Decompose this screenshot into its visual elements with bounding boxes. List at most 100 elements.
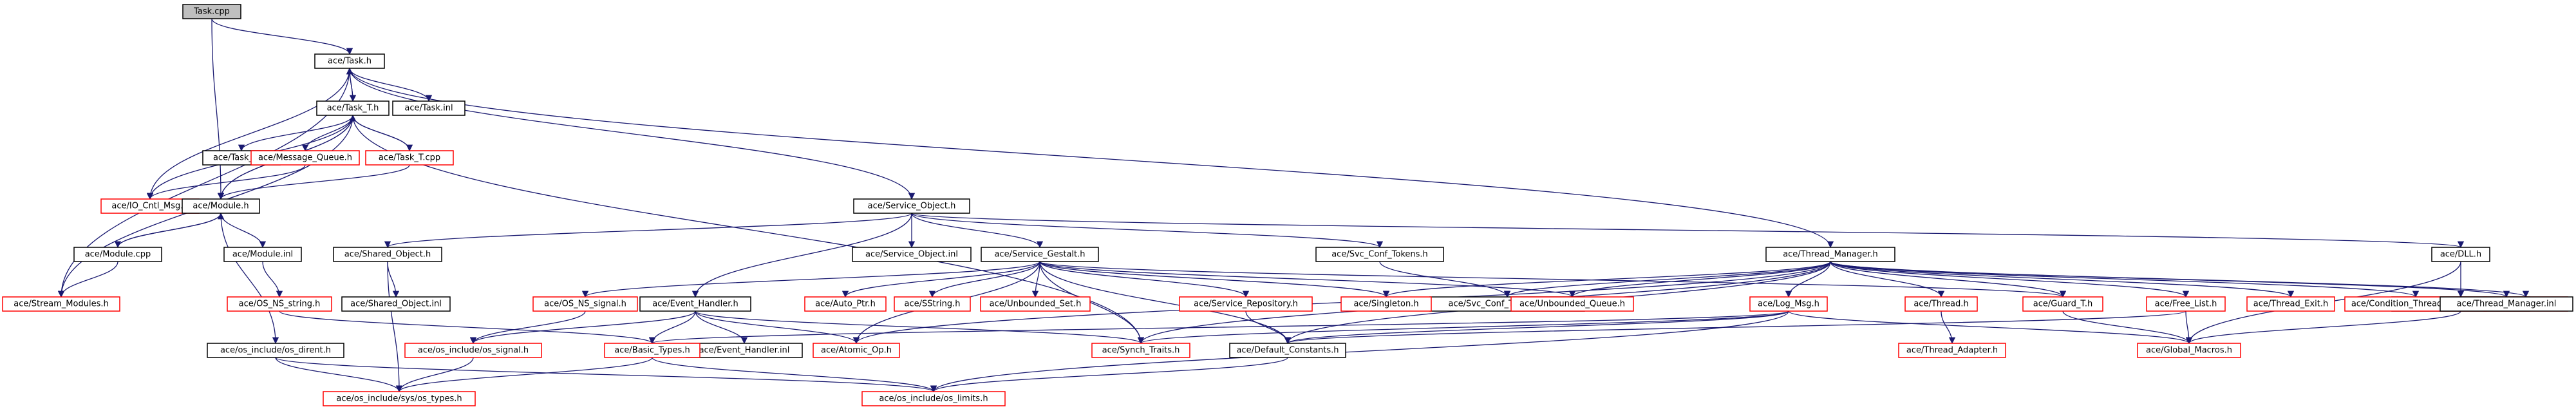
node-box-os-ns-string-h: [227, 296, 332, 312]
node-svc-conf-tokens-h[interactable]: ace/Svc_Conf_Tokens.h: [1315, 247, 1444, 262]
node-log-msg-h[interactable]: ace/Log_Msg.h: [1749, 296, 1828, 312]
edge-task-t-h-to-task-t-inl: [238, 115, 353, 152]
node-event-handler-h[interactable]: ace/Event_Handler.h: [639, 296, 751, 312]
edge-service-repository-h-to-default-constants-h: [1245, 310, 1292, 345]
edge-service-gestalt-h-to-auto-ptr-h: [841, 261, 1040, 298]
node-thread-manager-h[interactable]: ace/Thread_Manager.h: [1765, 247, 1895, 262]
edge-thread-manager-h-to-thread-exit-h: [1830, 261, 2294, 298]
node-label-thread-manager-h: ace/Thread_Manager.h: [1783, 250, 1878, 260]
node-singleton-h[interactable]: ace/Singleton.h: [1340, 296, 1432, 312]
node-service-gestalt-h[interactable]: ace/Service_Gestalt.h: [981, 247, 1099, 262]
node-box-service-object-inl: [852, 247, 972, 262]
node-module-cpp[interactable]: ace/Module.cpp: [73, 247, 162, 262]
node-unbounded-set-h[interactable]: ace/Unbounded_Set.h: [980, 296, 1091, 312]
node-box-message-queue-h: [250, 150, 360, 166]
edge-task-h-to-io-cntl-msg-h: [146, 68, 350, 200]
node-stream-modules-h[interactable]: ace/Stream_Modules.h: [2, 296, 120, 312]
node-basic-types-h[interactable]: ace/Basic_Types.h: [604, 343, 700, 358]
node-thread-manager-inl[interactable]: ace/Thread_Manager.inl: [2440, 296, 2573, 312]
node-module-h[interactable]: ace/Module.h: [182, 198, 260, 214]
edge-log-msg-h-to-global-macros-h: [1788, 310, 2192, 345]
node-label-stream-modules-h: ace/Stream_Modules.h: [14, 300, 108, 309]
node-label-module-cpp: ace/Module.cpp: [85, 250, 151, 260]
node-io-cntl-msg-h[interactable]: ace/IO_Cntl_Msg.h: [100, 198, 200, 214]
edge-thread-manager-h-to-svc-conf-token-table-h: [1503, 261, 1831, 298]
node-box-os-signal-h: [404, 343, 542, 358]
node-synch-traits-h[interactable]: ace/Synch_Traits.h: [1091, 343, 1190, 358]
node-box-atomic-op-h: [813, 343, 900, 358]
node-box-task-inl: [392, 100, 465, 116]
file-nodes: Task.cppace/Task.hace/Task.inlace/Task_T…: [2, 4, 2573, 406]
node-atomic-op-h[interactable]: ace/Atomic_Op.h: [813, 343, 900, 358]
node-thread-exit-h[interactable]: ace/Thread_Exit.h: [2246, 296, 2335, 312]
node-task-inl[interactable]: ace/Task.inl: [392, 100, 465, 116]
edge-service-gestalt-h-to-sstring-h: [928, 261, 1040, 298]
node-os-dirent-h[interactable]: ace/os_include/os_dirent.h: [207, 343, 344, 358]
node-box-dll-h: [2431, 247, 2490, 262]
node-service-repository-h[interactable]: ace/Service_Repository.h: [1179, 296, 1313, 312]
node-service-object-inl[interactable]: ace/Service_Object.inl: [852, 247, 972, 262]
node-global-macros-h[interactable]: ace/Global_Macros.h: [2137, 343, 2241, 358]
edge-thread-manager-h-to-guard-t-h: [1830, 261, 2067, 298]
node-label-auto-ptr-h: ace/Auto_Ptr.h: [815, 300, 876, 309]
edge-event-handler-h-to-basic-types-h: [648, 310, 696, 345]
node-dll-h[interactable]: ace/DLL.h: [2431, 247, 2490, 262]
node-label-task-h: ace/Task.h: [328, 57, 371, 66]
edge-event-handler-h-to-os-signal-h: [469, 310, 696, 345]
node-label-unbounded-queue-h: ace/Unbounded_Queue.h: [1519, 300, 1625, 309]
node-service-object-h[interactable]: ace/Service_Object.h: [853, 198, 970, 214]
node-label-event-handler-h: ace/Event_Handler.h: [652, 300, 738, 309]
node-label-singleton-h: ace/Singleton.h: [1353, 300, 1418, 309]
node-shared-object-h[interactable]: ace/Shared_Object.h: [333, 247, 442, 262]
node-box-task-h: [314, 53, 385, 69]
edge-thread-manager-h-to-thread-h: [1830, 261, 1945, 298]
node-label-task-t-cpp: ace/Task_T.cpp: [379, 153, 440, 163]
node-sstring-h[interactable]: ace/SString.h: [894, 296, 971, 312]
node-os-signal-h[interactable]: ace/os_include/os_signal.h: [404, 343, 542, 358]
node-box-svc-conf-tokens-h: [1315, 247, 1444, 262]
edge-os-ns-signal-h-to-os-signal-h: [469, 310, 586, 345]
node-box-task-t-h: [316, 100, 390, 116]
node-box-thread-h: [1904, 296, 1978, 312]
node-box-guard-t-h: [2022, 296, 2103, 312]
edge-log-msg-h-to-os-limits-h: [930, 310, 1789, 393]
node-unbounded-queue-h[interactable]: ace/Unbounded_Queue.h: [1510, 296, 1634, 312]
node-auto-ptr-h[interactable]: ace/Auto_Ptr.h: [804, 296, 887, 312]
node-task-h[interactable]: ace/Task.h: [314, 53, 385, 69]
edge-service-object-h-to-dll-h: [911, 213, 2464, 249]
node-box-module-cpp: [73, 247, 162, 262]
edge-shared-object-h-to-os-types-h: [387, 261, 403, 393]
node-box-stream-modules-h: [2, 296, 120, 312]
node-label-thread-adapter-h: ace/Thread_Adapter.h: [1906, 346, 1998, 356]
node-label-task-cpp: Task.cpp: [193, 7, 230, 17]
node-thread-adapter-h[interactable]: ace/Thread_Adapter.h: [1898, 343, 2006, 358]
node-os-types-h[interactable]: ace/os_include/sys/os_types.h: [323, 391, 476, 406]
node-os-ns-signal-h[interactable]: ace/OS_NS_signal.h: [532, 296, 638, 312]
node-event-handler-inl[interactable]: ace/Event_Handler.inl: [686, 343, 803, 358]
node-module-inl[interactable]: ace/Module.inl: [223, 247, 302, 262]
edge-event-handler-h-to-synch-traits-h: [695, 310, 1144, 345]
edge-module-cpp-to-stream-modules-h: [57, 261, 118, 298]
node-message-queue-h[interactable]: ace/Message_Queue.h: [250, 150, 360, 166]
node-os-ns-string-h[interactable]: ace/OS_NS_string.h: [227, 296, 332, 312]
node-label-os-limits-h: ace/os_include/os_limits.h: [879, 394, 988, 404]
edge-service-object-h-to-svc-conf-tokens-h: [911, 213, 1383, 249]
dependency-edges: [57, 18, 2529, 393]
edge-log-msg-h-to-default-constants-h: [1284, 310, 1789, 345]
node-label-dll-h: ace/DLL.h: [2440, 250, 2481, 260]
node-task-cpp[interactable]: Task.cpp: [182, 4, 241, 19]
edge-service-gestalt-h-to-default-constants-h: [1039, 261, 1292, 345]
edge-module-h-to-module-inl: [220, 213, 267, 249]
node-guard-t-h[interactable]: ace/Guard_T.h: [2022, 296, 2103, 312]
node-thread-h[interactable]: ace/Thread.h: [1904, 296, 1978, 312]
node-default-constants-h[interactable]: ace/Default_Constants.h: [1229, 343, 1346, 358]
edge-service-gestalt-h-to-unbounded-set-h: [1031, 261, 1040, 298]
node-free-list-h[interactable]: ace/Free_List.h: [2146, 296, 2226, 312]
node-task-t-h[interactable]: ace/Task_T.h: [316, 100, 390, 116]
node-task-t-cpp[interactable]: ace/Task_T.cpp: [365, 150, 454, 166]
edge-os-ns-string-h-to-basic-types-h: [279, 310, 655, 345]
edge-free-list-h-to-global-macros-h: [2185, 310, 2193, 345]
node-os-limits-h[interactable]: ace/os_include/os_limits.h: [861, 391, 1006, 406]
edge-thread-manager-h-to-condition-thread-mutex-h: [1830, 261, 2419, 298]
node-shared-object-inl[interactable]: ace/Shared_Object.inl: [341, 296, 451, 312]
